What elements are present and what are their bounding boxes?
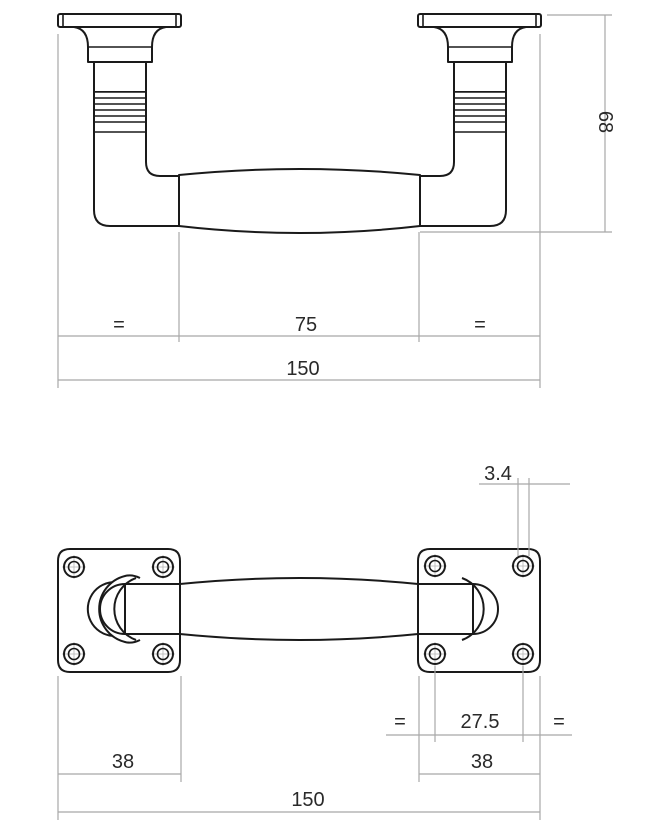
top-grip xyxy=(179,577,419,641)
side-view: = 75 = 150 68 xyxy=(57,13,616,388)
dim-overall-length-top: 150 xyxy=(291,789,324,811)
dim-left-equal: = xyxy=(113,314,125,336)
right-mounting-plate xyxy=(417,548,541,673)
dim-hole-right-equal: = xyxy=(553,711,565,733)
dim-hole-diameter: 3.4 xyxy=(484,463,512,485)
screw-hole xyxy=(62,555,86,579)
right-post-rings xyxy=(454,91,506,133)
screw-hole xyxy=(423,642,447,666)
dim-left-plate-width: 38 xyxy=(112,751,134,773)
side-grip xyxy=(178,168,421,234)
top-view: 3.4 = 27.5 = 38 38 150 xyxy=(57,463,572,820)
screw-hole xyxy=(151,555,175,579)
dim-right-equal: = xyxy=(474,314,486,336)
dim-overall-length-side: 150 xyxy=(286,358,319,380)
screw-hole xyxy=(511,642,535,666)
left-post-rings xyxy=(94,91,146,133)
left-mounting-plate xyxy=(57,548,181,673)
top-view-dimension-lines xyxy=(57,478,572,820)
dim-grip-length: 75 xyxy=(295,314,317,336)
left-post xyxy=(57,13,182,227)
screw-hole xyxy=(423,554,447,578)
screw-hole xyxy=(511,554,535,578)
dim-right-plate-width: 38 xyxy=(471,751,493,773)
dim-hole-spacing: 27.5 xyxy=(461,711,500,733)
screw-holes xyxy=(62,554,535,666)
side-view-dimension-lines xyxy=(57,14,612,388)
screw-hole xyxy=(151,642,175,666)
dim-height: 68 xyxy=(594,111,616,133)
right-post xyxy=(417,13,542,227)
dim-hole-left-equal: = xyxy=(394,711,406,733)
screw-hole xyxy=(62,642,86,666)
